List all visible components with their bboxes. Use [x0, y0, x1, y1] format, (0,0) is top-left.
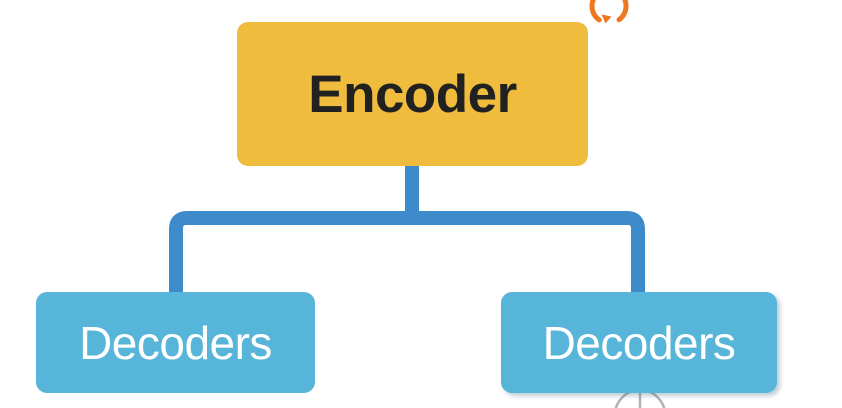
edge-encoder-to-decoders-right [412, 211, 645, 296]
node-encoder-label: Encoder [308, 64, 517, 124]
node-decoders-right[interactable]: Decoders [501, 292, 777, 393]
rotate-arrow-icon[interactable] [581, 0, 637, 34]
node-decoders-right-label: Decoders [542, 316, 736, 369]
node-encoder[interactable]: Encoder [237, 22, 588, 166]
node-decoders-left[interactable]: Decoders [36, 292, 315, 393]
node-decoders-left-label: Decoders [79, 316, 272, 369]
edge-encoder-to-decoders-left [169, 211, 412, 296]
